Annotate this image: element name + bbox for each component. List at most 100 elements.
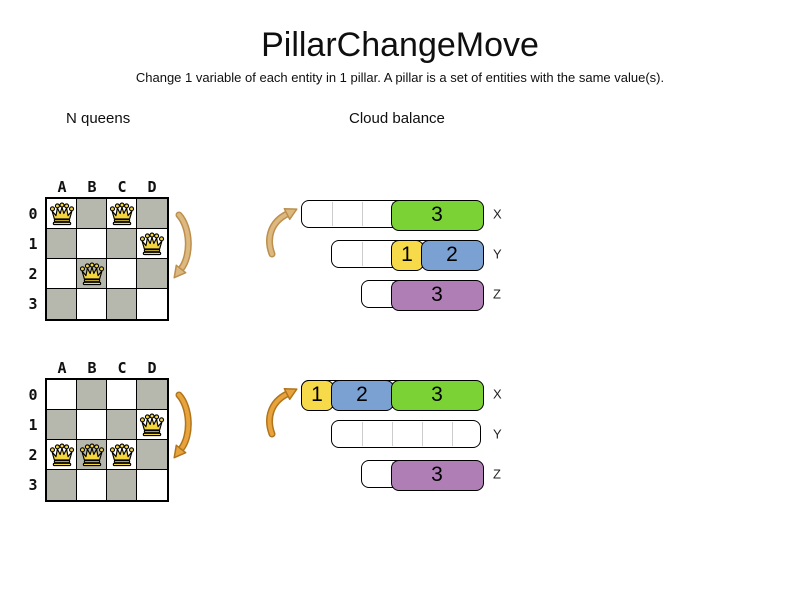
bar-label: X [493,386,502,402]
board-cell [77,470,107,500]
column-header: D [147,359,157,377]
board-cell [77,440,107,470]
row-label: 1 [28,235,38,253]
board-cell [107,289,137,319]
board-cell [107,440,137,470]
board-cell [137,289,167,319]
board-cell [137,229,167,259]
section-label-cloud-balance: Cloud balance [349,110,445,127]
bar-gridline [452,422,453,446]
process-block: 2 [420,239,484,271]
queen-icon [49,202,74,226]
column-header: C [117,178,127,196]
row-label: 0 [28,386,38,404]
queen-icon [49,443,74,467]
board-cell [77,289,107,319]
queen-icon [79,262,104,286]
bar-label: X [493,206,502,222]
board-cell [107,410,137,440]
process-block: 1 [300,379,334,411]
board-cell [137,199,167,229]
board-cell [47,470,77,500]
queen-icon [109,202,134,226]
column-header: D [147,178,157,196]
column-header: A [57,359,67,377]
row-label: 3 [28,476,38,494]
board-cell [137,259,167,289]
computer-capacity-bar: 3 [361,279,484,311]
chessboard-after: A B C D 0 1 2 3 [28,359,169,502]
queen-icon [139,232,165,256]
board-cell [47,199,77,229]
bar-gridline [422,422,423,446]
row-label: 0 [28,205,38,223]
page-subtitle: Change 1 variable of each entity in 1 pi… [135,70,665,85]
bar-label: Y [493,246,502,262]
bar-label: Z [493,286,501,302]
column-header: A [57,178,67,196]
board-cell [107,470,137,500]
board-cell [137,470,167,500]
bar-gridline [362,202,363,226]
process-block: 3 [390,199,484,231]
bar-gridline [362,422,363,446]
board-cell [77,410,107,440]
column-header: B [87,178,97,196]
bar-gridline [392,422,393,446]
board-cell [77,259,107,289]
resource-bar-row: Y [331,420,521,448]
row-label: 2 [28,446,38,464]
board-cell [107,259,137,289]
board-cell [137,410,167,440]
bar-gridline [332,202,333,226]
chessboard-before: A B C D 0 1 2 3 [28,178,169,321]
board-cell [47,259,77,289]
queen-icon [79,443,104,467]
column-header: B [87,359,97,377]
board-cell [107,229,137,259]
bar-gridline [362,242,363,266]
board-cell [137,440,167,470]
queen-icon [109,443,134,467]
board-cell [107,380,137,410]
computer-capacity-bar [331,420,481,448]
process-block: 3 [390,279,484,311]
board-cell [47,440,77,470]
column-header: C [117,359,127,377]
page-title: PillarChangeMove [261,26,539,64]
cloud-before-change-arrow [266,207,298,258]
process-block: 1 [390,239,424,271]
queen-icon [139,413,165,437]
board-cell [107,199,137,229]
board-cell [77,229,107,259]
process-block: 2 [330,379,394,411]
board-cell [47,380,77,410]
nqueens-after-change-arrow [173,391,192,459]
section-label-nqueens: N queens [66,110,131,127]
row-label: 3 [28,295,38,313]
board-cell [77,380,107,410]
bar-label: Z [493,466,501,482]
row-label: 2 [28,265,38,283]
computer-capacity-bar: 3 [301,199,484,231]
cloud-after-change-arrow [266,387,298,438]
board-cell [47,410,77,440]
board-cell [47,229,77,259]
process-block: 3 [390,459,484,491]
nqueens-before-change-arrow [173,211,192,279]
board-cell [77,199,107,229]
process-block: 3 [390,379,484,411]
row-label: 1 [28,416,38,434]
board-cell [137,380,167,410]
board-cell [47,289,77,319]
